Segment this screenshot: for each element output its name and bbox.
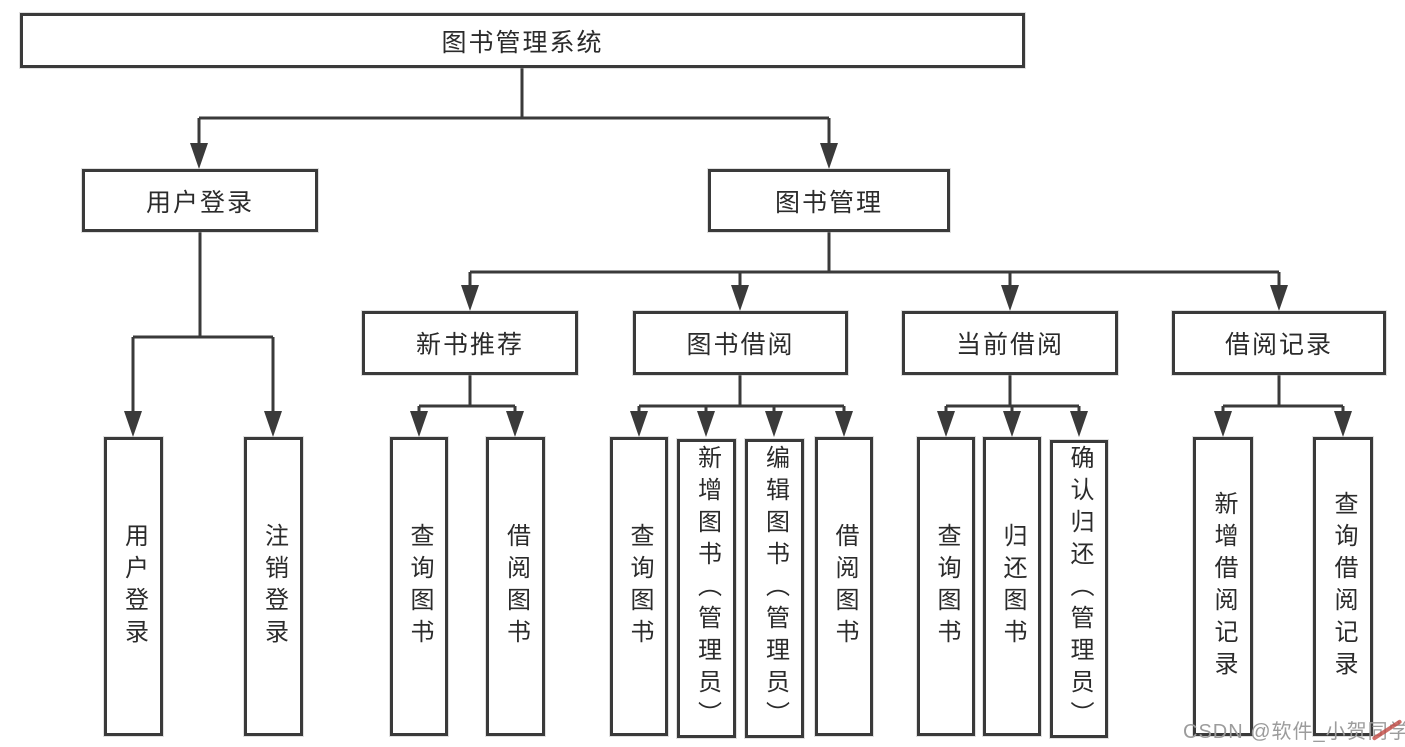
- leaf-logout: 注销登录: [244, 437, 303, 736]
- leaf-query-books-3: 查询图书: [917, 437, 975, 736]
- node-label: 查询图书: [626, 522, 653, 651]
- node-label: 图书借阅: [686, 331, 795, 359]
- edge-new-book-recommend-to-leaves: [417, 375, 517, 415]
- arrowhead: [461, 285, 479, 311]
- csdn-watermark: CSDN @软件_小贺同学: [1183, 721, 1405, 743]
- arrowhead: [937, 411, 955, 437]
- node-label: 用户登录: [120, 522, 148, 651]
- node-label: 借阅记录: [1224, 331, 1333, 359]
- leaf-edit-book-admin: 编辑图书（管理员）: [745, 439, 804, 738]
- node-book-management: 图书管理: [708, 169, 950, 232]
- leaf-query-books-2: 查询图书: [610, 437, 668, 736]
- leaf-return-books: 归还图书: [983, 437, 1041, 736]
- arrowhead: [506, 411, 524, 437]
- arrowhead: [190, 143, 208, 169]
- edge-book-management-to-level3: [468, 232, 1281, 290]
- edge-current-borrowing-to-leaves: [944, 375, 1081, 415]
- node-new-book-recommend: 新书推荐: [362, 311, 578, 375]
- edge-user-login-to-leaves: [131, 232, 275, 415]
- node-user-login: 用户登录: [82, 169, 318, 232]
- node-label: 图书管理: [774, 188, 883, 217]
- arrowhead: [835, 411, 853, 437]
- node-book-management-system: 图书管理系统: [20, 13, 1025, 68]
- node-borrowing-records: 借阅记录: [1172, 311, 1386, 375]
- node-label: 新增图书（管理员）: [693, 444, 721, 733]
- node-label: 编辑图书（管理员）: [761, 444, 789, 733]
- arrowhead: [630, 411, 648, 437]
- arrowhead: [820, 143, 838, 169]
- edge-root-to-level2: [197, 68, 831, 147]
- leaf-user-login: 用户登录: [104, 437, 163, 736]
- node-label: 用户登录: [145, 188, 254, 217]
- node-label: 查询图书: [933, 522, 960, 651]
- leaf-query-books-1: 查询图书: [390, 437, 448, 736]
- arrowhead: [1070, 411, 1088, 437]
- node-label: 当前借阅: [955, 331, 1064, 359]
- node-label: 借阅图书: [831, 522, 858, 651]
- arrowhead: [1270, 285, 1288, 311]
- arrowhead: [1334, 411, 1352, 437]
- arrowhead: [731, 285, 749, 311]
- leaf-query-borrow-record: 查询借阅记录: [1313, 437, 1373, 736]
- leaf-confirm-return-admin: 确认归还（管理员）: [1050, 440, 1108, 738]
- node-current-borrowing: 当前借阅: [902, 311, 1118, 375]
- node-label: 新书推荐: [415, 331, 524, 359]
- arrowhead: [1214, 411, 1232, 437]
- leaf-borrow-books-2: 借阅图书: [815, 437, 873, 736]
- leaf-add-borrow-record: 新增借阅记录: [1193, 437, 1253, 736]
- node-label: 图书管理系统: [441, 28, 604, 57]
- node-book-borrowing: 图书借阅: [633, 311, 848, 375]
- edge-borrowing-records-to-leaves: [1221, 375, 1345, 415]
- node-label: 借阅图书: [502, 522, 530, 651]
- leaf-add-book-admin: 新增图书（管理员）: [677, 439, 736, 738]
- edge-book-borrowing-to-leaves: [637, 375, 846, 415]
- leaf-borrow-books-1: 借阅图书: [486, 437, 545, 736]
- node-label: 归还图书: [999, 522, 1026, 651]
- arrowhead: [697, 411, 715, 437]
- arrowhead: [124, 411, 142, 437]
- node-label: 查询借阅记录: [1330, 490, 1357, 683]
- arrowhead: [1001, 285, 1019, 311]
- node-label: 新增借阅记录: [1210, 490, 1237, 683]
- arrowhead: [264, 411, 282, 437]
- node-label: 确认归还（管理员）: [1066, 445, 1093, 733]
- arrowhead: [410, 411, 428, 437]
- node-label: 注销登录: [260, 522, 288, 651]
- arrowhead: [765, 411, 783, 437]
- arrowhead: [1003, 411, 1021, 437]
- node-label: 查询图书: [406, 522, 433, 651]
